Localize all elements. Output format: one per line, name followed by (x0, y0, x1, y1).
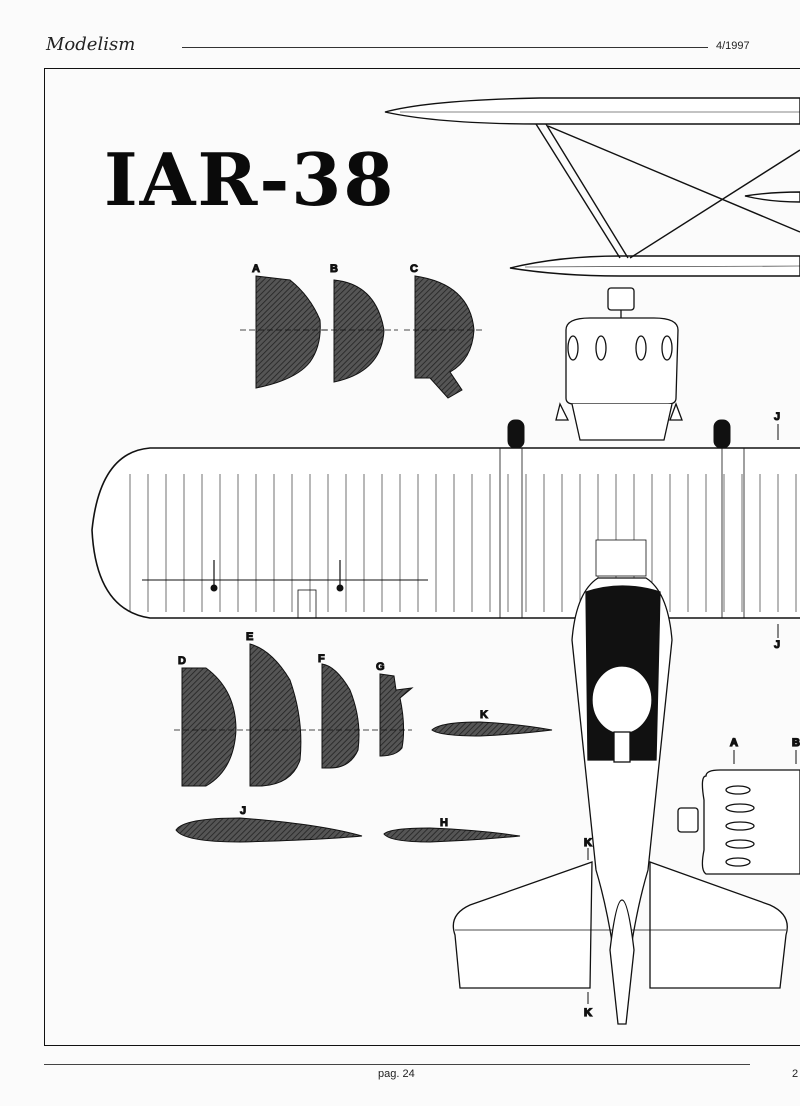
section-label-f: F (318, 653, 325, 665)
page-number: pag. 24 (378, 1068, 415, 1080)
section-label-g: G (376, 661, 385, 673)
side-view-wings (384, 97, 800, 277)
fuselage-top-view (571, 539, 673, 1025)
engine-side-view: A B (677, 736, 800, 875)
section-label-k-airfoil: K (480, 709, 488, 721)
header-rule (182, 47, 708, 48)
footer-rule (44, 1064, 750, 1065)
section-label-h: H (440, 817, 448, 829)
issue-number: 4/1997 (716, 40, 750, 52)
section-label-j-airfoil: J (240, 805, 246, 817)
section-label-b: B (330, 263, 338, 275)
section-label-b-side: B (792, 737, 800, 749)
corner-page-number: 2 (792, 1068, 799, 1080)
airfoil-sections: K J H (175, 709, 553, 843)
section-label-e: E (246, 631, 253, 643)
aircraft-title: IAR-38 (104, 137, 396, 222)
section-label-k-lower: K (584, 1007, 592, 1019)
section-label-j-upper: J (774, 411, 780, 423)
section-label-k-upper: K (584, 837, 592, 849)
section-label-c: C (410, 263, 418, 275)
section-label-a: A (252, 263, 260, 275)
drawing-frame (44, 68, 800, 1046)
section-label-j-lower: J (774, 639, 780, 651)
magazine-logo: Modelism (46, 34, 136, 55)
tailplane-top-view: K K (452, 836, 788, 1025)
section-label-a-side: A (730, 737, 738, 749)
cross-sections-defg: D E F G (174, 631, 414, 787)
section-label-d: D (178, 655, 186, 667)
cross-sections-abc: A B C (240, 263, 482, 399)
engine-front-view (555, 287, 683, 441)
lower-wing-top-view: J J (91, 411, 800, 652)
